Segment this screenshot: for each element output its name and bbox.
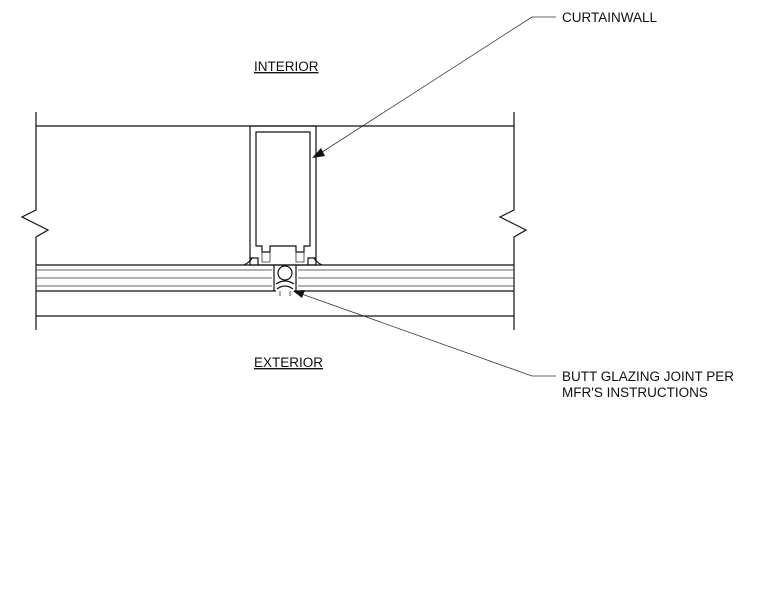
left-break-line	[20, 112, 50, 330]
curtainwall-leader	[312, 16, 556, 158]
butt-glazing-leader	[293, 290, 556, 377]
butt-glazing-joint	[275, 265, 295, 296]
wall-outline	[20, 112, 528, 330]
curtainwall-arrowhead	[312, 148, 325, 158]
butt-glazing-label-line1: BUTT GLAZING JOINT PER	[562, 369, 734, 384]
right-break-line	[498, 112, 528, 330]
exterior-label: EXTERIOR	[254, 355, 323, 370]
interior-label: INTERIOR	[254, 59, 319, 74]
curtainwall-label: CURTAINWALL	[562, 10, 658, 25]
butt-glazing-arrowhead	[293, 290, 305, 298]
curtainwall-mullion	[243, 125, 323, 266]
butt-glazing-label-line2: MFR'S INSTRUCTIONS	[562, 385, 708, 400]
glass-panels	[36, 264, 514, 292]
